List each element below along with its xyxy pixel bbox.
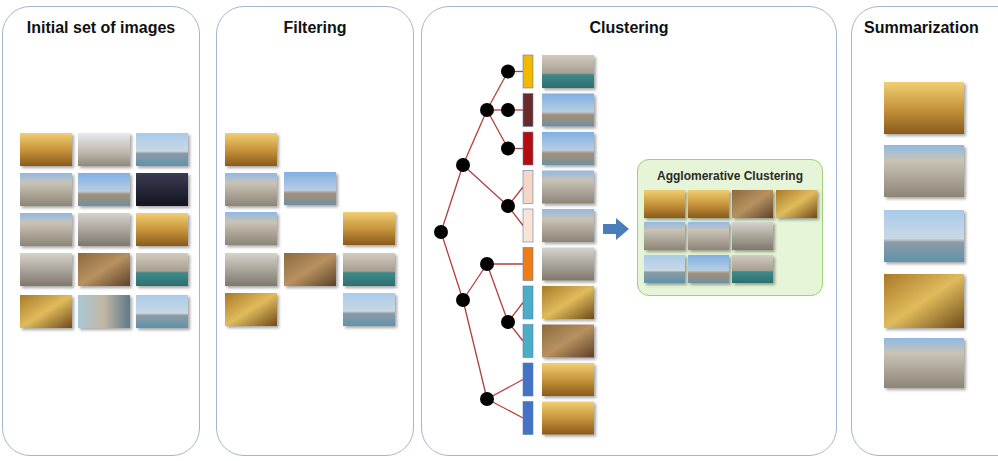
photo xyxy=(644,190,685,218)
photo xyxy=(78,295,130,328)
photo xyxy=(136,213,188,246)
cluster-bar xyxy=(523,209,533,242)
photo xyxy=(542,248,594,281)
tree-node xyxy=(480,103,494,117)
photo xyxy=(542,55,594,88)
photo xyxy=(542,363,594,396)
stage-panel: Filtering xyxy=(216,6,414,456)
stage-title: Clustering xyxy=(589,19,668,37)
photo xyxy=(688,222,729,250)
tree-node xyxy=(501,65,515,79)
tree-node xyxy=(480,392,494,406)
cluster-bar xyxy=(523,171,533,204)
tree-link xyxy=(487,264,508,322)
photo xyxy=(20,295,72,328)
dendrogram xyxy=(434,55,533,435)
photo xyxy=(343,253,395,286)
tree-node xyxy=(434,225,448,239)
photo xyxy=(78,173,130,206)
tree-node xyxy=(456,158,470,172)
photo xyxy=(20,173,72,206)
photo xyxy=(225,212,277,245)
photo xyxy=(136,173,188,206)
photo xyxy=(78,213,130,246)
photo xyxy=(884,210,964,262)
group-fill xyxy=(637,159,823,296)
photo xyxy=(136,133,188,166)
cluster-bar xyxy=(523,402,533,435)
photo xyxy=(644,255,685,283)
photo xyxy=(542,132,594,165)
photo xyxy=(542,402,594,435)
photo xyxy=(644,222,685,250)
photo xyxy=(78,253,130,286)
photo xyxy=(884,145,964,197)
tree-link xyxy=(463,165,508,206)
photo xyxy=(225,293,277,326)
tree-link xyxy=(441,232,463,300)
tree-link xyxy=(463,300,487,399)
tree-node xyxy=(501,142,515,156)
photo xyxy=(284,253,336,286)
cluster-bar xyxy=(523,248,533,281)
photo xyxy=(688,255,729,283)
photo xyxy=(20,133,72,166)
stage-panel: ClusteringAgglomerative Clustering xyxy=(421,6,837,456)
photo xyxy=(884,338,964,388)
tree-node xyxy=(501,199,515,213)
tree-node xyxy=(501,315,515,329)
flow-arrow xyxy=(603,218,629,240)
stage-title: Filtering xyxy=(283,19,346,37)
photo xyxy=(542,94,594,127)
photo xyxy=(542,325,594,358)
stage-title: Summarization xyxy=(864,19,979,37)
stage-title: Initial set of images xyxy=(27,19,175,37)
photo xyxy=(20,253,72,286)
photo xyxy=(136,295,188,328)
photo xyxy=(225,173,277,206)
cluster-bar xyxy=(523,325,533,358)
photo xyxy=(136,253,188,286)
tree-link xyxy=(441,165,463,232)
cluster-bar xyxy=(523,286,533,319)
photo xyxy=(776,190,817,218)
photo xyxy=(343,293,395,326)
photo xyxy=(225,253,277,286)
cluster-bar xyxy=(523,55,533,88)
photo xyxy=(542,209,594,242)
stage-panel: Summarization xyxy=(851,6,998,456)
cluster-bar xyxy=(523,94,533,127)
photo xyxy=(688,190,729,218)
photo xyxy=(542,171,594,204)
tree-node xyxy=(480,257,494,271)
photo xyxy=(732,190,773,218)
tree-node xyxy=(456,293,470,307)
photo xyxy=(284,172,336,205)
photo xyxy=(225,133,277,166)
photo xyxy=(732,255,773,283)
group-title: Agglomerative Clustering xyxy=(657,169,803,183)
tree-node xyxy=(501,103,515,117)
photo xyxy=(732,222,773,250)
photo xyxy=(78,133,130,166)
photo-set xyxy=(20,55,964,435)
photo xyxy=(884,82,964,134)
cluster-bar xyxy=(523,132,533,165)
photo xyxy=(542,286,594,319)
stage-panel: Initial set of images xyxy=(2,6,200,456)
photo xyxy=(20,213,72,246)
cluster-group: Agglomerative Clustering xyxy=(637,159,823,296)
tree-link xyxy=(463,110,487,165)
photo xyxy=(884,274,964,328)
photo xyxy=(343,212,395,245)
cluster-bar xyxy=(523,363,533,396)
